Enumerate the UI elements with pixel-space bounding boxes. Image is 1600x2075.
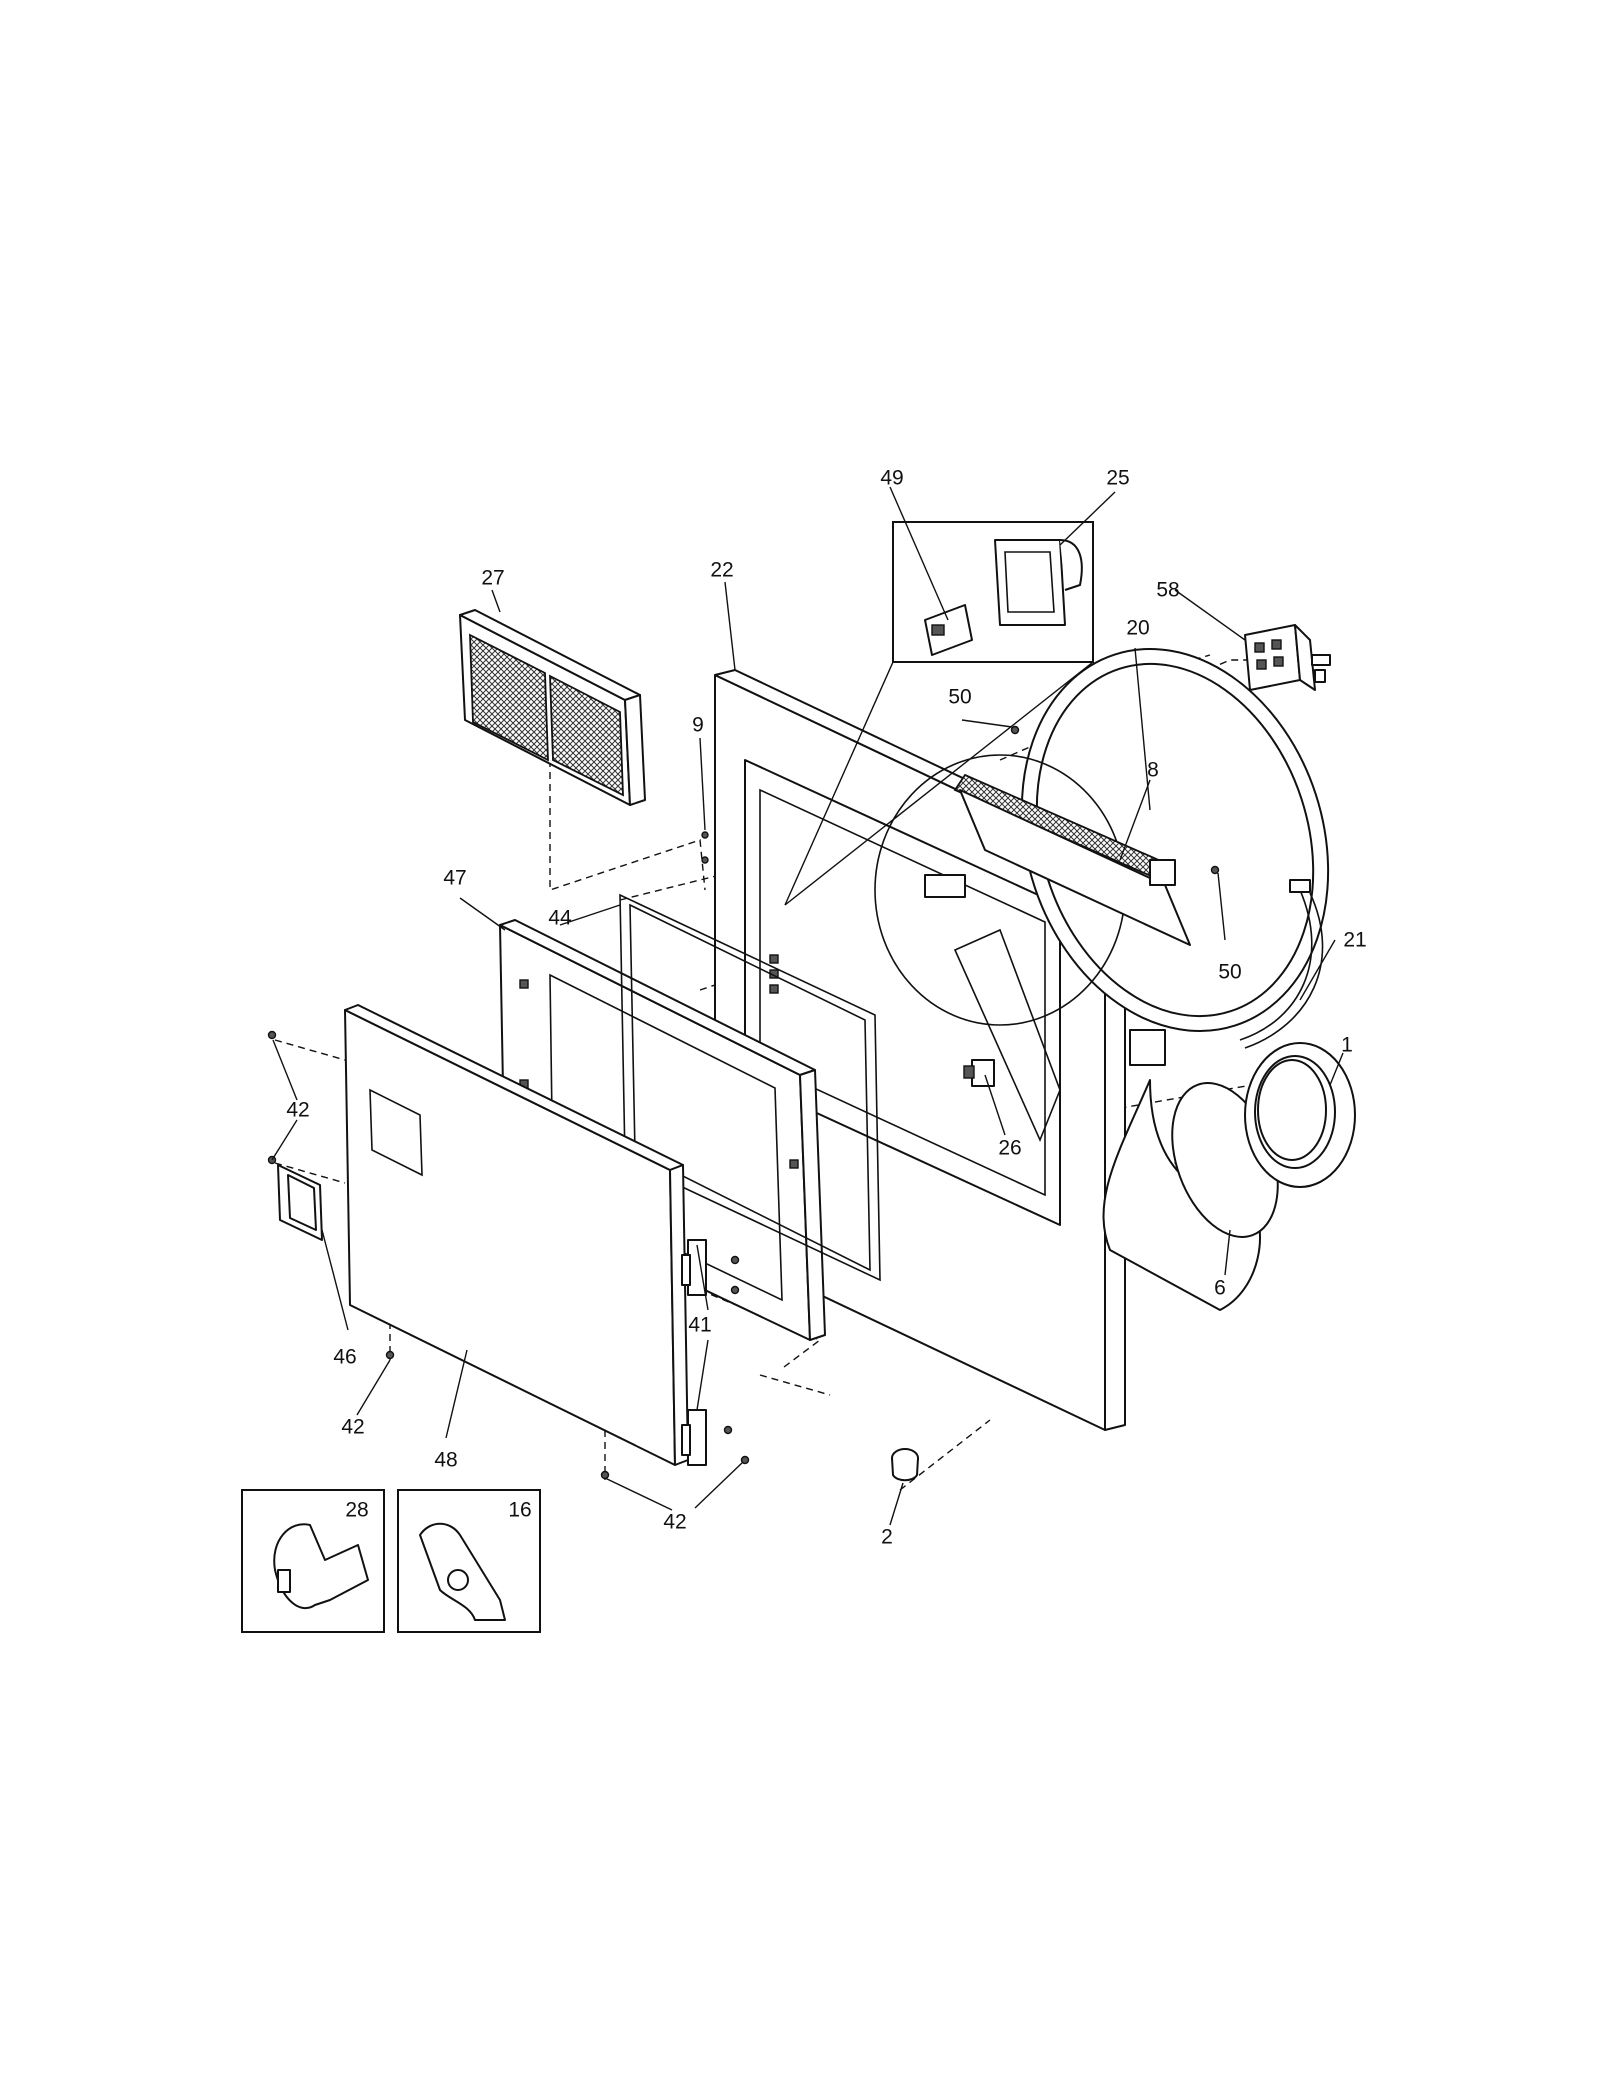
screws bbox=[267, 725, 1220, 1480]
callout-26: 26 bbox=[998, 1137, 1021, 1160]
callout-25: 25 bbox=[1106, 467, 1129, 490]
door-hinges bbox=[681, 1239, 707, 1466]
outer-door bbox=[344, 1004, 689, 1466]
callout-16: 16 bbox=[508, 1499, 531, 1522]
callout-41: 41 bbox=[688, 1314, 711, 1337]
door-switch bbox=[953, 928, 1061, 1143]
callout-27: 27 bbox=[481, 567, 504, 590]
seal-strip bbox=[1239, 879, 1324, 1049]
callout-50-right: 50 bbox=[1218, 961, 1241, 984]
lint-filter bbox=[459, 609, 646, 806]
inner-door-frame bbox=[499, 919, 826, 1341]
door-gasket bbox=[619, 893, 881, 1282]
terminal-block bbox=[1244, 624, 1331, 691]
callout-21: 21 bbox=[1343, 929, 1366, 952]
callout-2: 2 bbox=[881, 1526, 893, 1549]
inset-switch-detail bbox=[784, 521, 1094, 906]
callout-9: 9 bbox=[692, 714, 704, 737]
callout-6: 6 bbox=[1214, 1277, 1226, 1300]
leveling-foot bbox=[891, 1448, 919, 1482]
drum-seal-ring bbox=[874, 647, 1330, 1033]
callout-1: 1 bbox=[1341, 1034, 1353, 1057]
callout-20: 20 bbox=[1126, 617, 1149, 640]
callout-58: 58 bbox=[1156, 579, 1179, 602]
callout-42-top: 42 bbox=[286, 1099, 309, 1122]
callout-46: 46 bbox=[333, 1346, 356, 1369]
callout-50-top: 50 bbox=[948, 686, 971, 709]
callout-labels: 1 2 6 8 9 16 20 21 22 25 26 27 28 41 42 … bbox=[286, 467, 1366, 1549]
callout-47: 47 bbox=[443, 867, 466, 890]
inset-part-28 bbox=[241, 1489, 385, 1633]
callout-28: 28 bbox=[345, 1499, 368, 1522]
callout-42-left: 42 bbox=[341, 1416, 364, 1439]
leader-lines bbox=[271, 486, 1344, 1526]
callout-22: 22 bbox=[710, 559, 733, 582]
callout-44: 44 bbox=[548, 907, 572, 930]
callout-48: 48 bbox=[434, 1449, 457, 1472]
inset-part-16 bbox=[397, 1489, 541, 1633]
duct-ring-seal bbox=[1244, 1042, 1356, 1188]
lint-housing bbox=[953, 773, 1191, 946]
callout-49: 49 bbox=[880, 467, 903, 490]
callout-8: 8 bbox=[1147, 759, 1159, 782]
door-handle bbox=[277, 1164, 323, 1241]
callout-42-bottom: 42 bbox=[663, 1511, 686, 1534]
